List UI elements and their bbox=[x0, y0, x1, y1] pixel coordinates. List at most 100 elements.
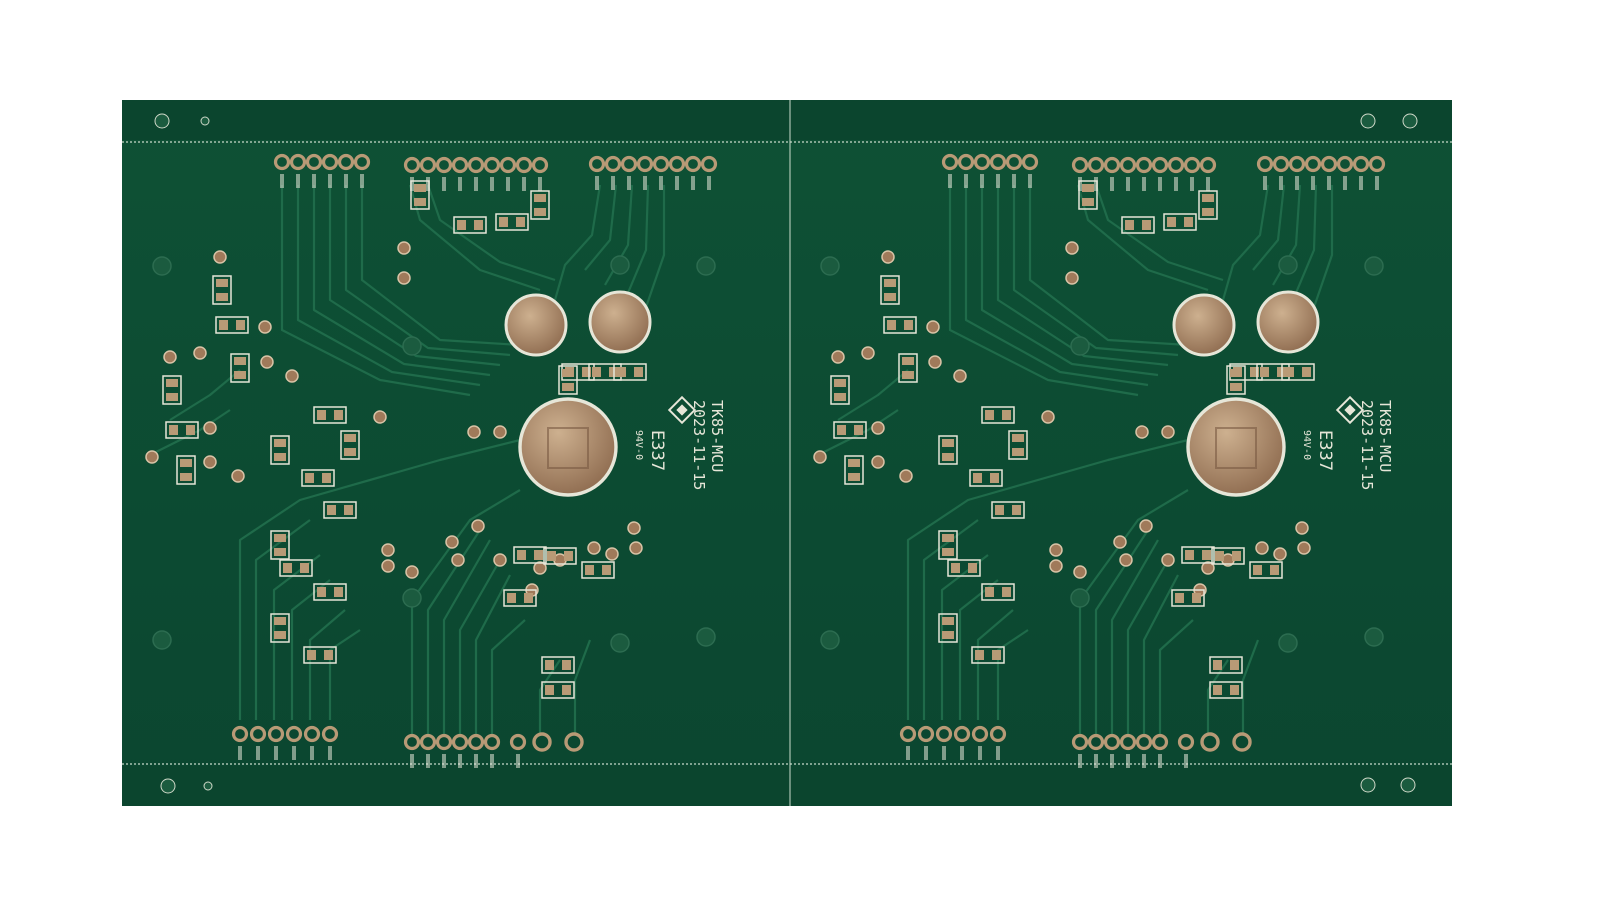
through-hole-pad bbox=[971, 725, 989, 743]
silkscreen-outline bbox=[1249, 561, 1283, 579]
copper-trace bbox=[964, 185, 1149, 387]
pin-label bbox=[691, 176, 695, 190]
smd-footprint bbox=[947, 559, 981, 577]
copper-trace bbox=[922, 519, 979, 720]
silkscreen-outline bbox=[1163, 213, 1197, 231]
smd-footprint bbox=[938, 613, 958, 643]
through-hole-pad bbox=[1005, 153, 1023, 171]
smd-pad bbox=[274, 534, 286, 542]
pin-label bbox=[1142, 754, 1146, 768]
pin-label bbox=[410, 177, 414, 191]
smd-footprint bbox=[313, 406, 347, 424]
pin-label bbox=[1295, 176, 1299, 190]
smd-pad bbox=[1184, 217, 1193, 227]
smd-pad bbox=[166, 393, 178, 401]
silkscreen-outline bbox=[541, 656, 575, 674]
smd-footprint bbox=[313, 583, 347, 601]
pin-label bbox=[978, 746, 982, 760]
smd-pad bbox=[1012, 505, 1021, 515]
through-hole-pad bbox=[321, 725, 339, 743]
ul-mark-text: E337 bbox=[1315, 430, 1335, 471]
silkscreen-outline bbox=[176, 455, 196, 485]
smd-pad bbox=[834, 393, 846, 401]
logo-core bbox=[1344, 404, 1356, 416]
through-hole-pad bbox=[953, 725, 971, 743]
ic-outline bbox=[1215, 427, 1257, 469]
silkscreen-outline bbox=[1181, 546, 1215, 564]
via-pad bbox=[493, 425, 507, 439]
capacitor-footprint bbox=[588, 290, 652, 354]
via-pad bbox=[881, 250, 895, 264]
smd-footprint bbox=[303, 646, 337, 664]
through-hole-pad bbox=[403, 733, 421, 751]
smd-pad bbox=[617, 367, 626, 377]
logo-frame bbox=[1335, 395, 1365, 425]
silkscreen-outline bbox=[981, 406, 1015, 424]
via-pad bbox=[871, 455, 885, 469]
silkscreen-outline bbox=[991, 501, 1025, 519]
smd-footprint bbox=[453, 216, 487, 234]
pin-label bbox=[538, 177, 542, 191]
smd-footprint bbox=[613, 363, 647, 381]
mounting-hole bbox=[402, 588, 422, 608]
smd-pad bbox=[322, 473, 331, 483]
smd-footprint bbox=[883, 316, 917, 334]
via-pad bbox=[1113, 535, 1127, 549]
pin-label bbox=[1174, 177, 1178, 191]
smd-footprint bbox=[270, 530, 290, 560]
smd-pad bbox=[942, 631, 954, 639]
copper-trace bbox=[817, 409, 899, 456]
via-pad bbox=[1139, 519, 1153, 533]
pin-label bbox=[328, 174, 332, 188]
silkscreen-outline bbox=[543, 547, 577, 565]
through-hole-pad bbox=[1256, 155, 1274, 173]
through-hole-pad bbox=[1183, 156, 1201, 174]
through-hole-pad bbox=[604, 155, 622, 173]
via-pad bbox=[1255, 541, 1269, 555]
ic-outline bbox=[547, 427, 589, 469]
silkscreen-outline bbox=[844, 455, 864, 485]
mounting-hole bbox=[820, 256, 840, 276]
silkscreen-outline bbox=[1078, 180, 1098, 210]
board-name: TK85-MCU bbox=[1376, 400, 1394, 472]
smd-pad bbox=[995, 505, 1004, 515]
pin-label bbox=[1359, 176, 1363, 190]
pin-label bbox=[1012, 174, 1016, 188]
smd-pad bbox=[1202, 550, 1211, 560]
header-top-2 bbox=[1071, 156, 1217, 191]
rail-holes bbox=[154, 113, 1418, 794]
smd-pad bbox=[1270, 565, 1279, 575]
silkscreen-outline bbox=[215, 316, 249, 334]
pin-label bbox=[296, 174, 300, 188]
through-hole-pad bbox=[1336, 155, 1354, 173]
through-hole-pad bbox=[917, 725, 935, 743]
smd-footprint bbox=[279, 559, 313, 577]
smd-pad bbox=[186, 425, 195, 435]
copper-trace bbox=[169, 369, 241, 421]
silkscreen-outline bbox=[270, 435, 290, 465]
via-pad bbox=[203, 421, 217, 435]
copper-trace bbox=[604, 184, 634, 286]
pin-label bbox=[1184, 754, 1188, 768]
via-pad bbox=[533, 561, 547, 575]
pin-label bbox=[1094, 754, 1098, 768]
pin-label bbox=[1126, 177, 1130, 191]
via-pad bbox=[451, 553, 465, 567]
pin-label bbox=[1375, 176, 1379, 190]
copper-trace bbox=[837, 369, 909, 421]
pin-label bbox=[627, 176, 631, 190]
silkscreen-outline bbox=[880, 275, 900, 305]
smd-footprint bbox=[513, 546, 547, 564]
smd-pad bbox=[1082, 184, 1094, 192]
mounting-hole bbox=[696, 256, 716, 276]
smd-footprint bbox=[1209, 681, 1243, 699]
via-pad bbox=[587, 541, 601, 555]
logo-frame bbox=[667, 395, 697, 425]
silkscreen-outline bbox=[323, 501, 357, 519]
capacitor-footprint bbox=[1256, 290, 1320, 354]
via-pad bbox=[381, 559, 395, 573]
smd-pad bbox=[457, 220, 466, 230]
via-pad bbox=[1161, 425, 1175, 439]
through-hole-pad bbox=[1135, 156, 1153, 174]
